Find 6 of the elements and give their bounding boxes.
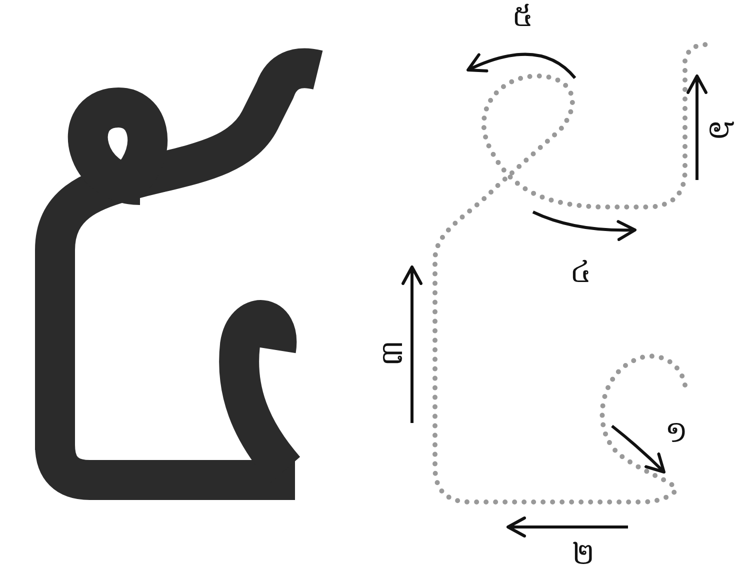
step-number: ២ — [572, 540, 595, 570]
step-number: ៣ — [378, 340, 408, 366]
step-number: ៥ — [512, 2, 533, 32]
step-number: ១ — [665, 418, 688, 448]
step-number: ៤ — [570, 258, 591, 288]
step-number: ៦ — [704, 120, 734, 140]
